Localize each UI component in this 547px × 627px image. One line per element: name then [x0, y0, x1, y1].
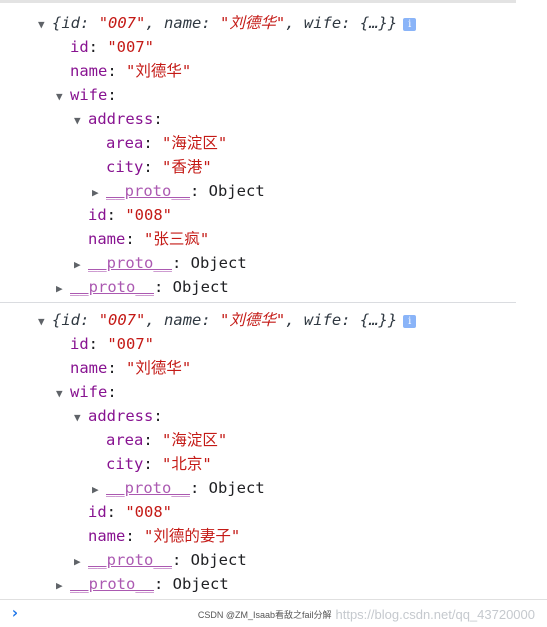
object-summary[interactable]: ▼{id: "007", name: "刘德华", wife: {…}}i: [38, 11, 417, 35]
entry-divider: [0, 302, 516, 303]
property-wife-id: id: "008": [88, 206, 173, 224]
expand-triangle-icon[interactable]: ▼: [56, 90, 63, 103]
top-border: [0, 0, 516, 3]
property-proto[interactable]: ▶__proto__: Object: [56, 572, 229, 596]
property-name: name: "刘德华": [70, 359, 192, 377]
property-address[interactable]: ▼address:: [74, 107, 163, 131]
collapse-triangle-icon[interactable]: ▶: [74, 258, 81, 271]
expand-triangle-icon[interactable]: ▼: [74, 114, 81, 127]
property-city: city: "香港": [106, 158, 212, 176]
prompt-chevron-icon: ›: [10, 603, 20, 622]
property-area: area: "海淀区": [106, 431, 228, 449]
property-proto[interactable]: ▶__proto__: Object: [74, 548, 247, 572]
property-id: id: "007": [70, 335, 155, 353]
property-wife[interactable]: ▼wife:: [56, 380, 117, 404]
property-area: area: "海淀区": [106, 134, 228, 152]
property-id: id: "007": [70, 38, 155, 56]
property-wife-name: name: "刘德的妻子": [88, 527, 241, 545]
property-wife-name: name: "张三疯": [88, 230, 210, 248]
info-icon[interactable]: i: [403, 315, 417, 328]
property-proto[interactable]: ▶__proto__: Object: [56, 275, 229, 299]
collapse-triangle-icon[interactable]: ▶: [56, 579, 63, 592]
expand-triangle-icon[interactable]: ▼: [56, 387, 63, 400]
property-proto[interactable]: ▶__proto__: Object: [92, 476, 265, 500]
property-wife[interactable]: ▼wife:: [56, 83, 117, 107]
collapse-triangle-icon[interactable]: ▶: [92, 186, 99, 199]
property-wife-id: id: "008": [88, 503, 173, 521]
property-city: city: "北京": [106, 455, 212, 473]
property-address[interactable]: ▼address:: [74, 404, 163, 428]
collapse-triangle-icon[interactable]: ▶: [74, 555, 81, 568]
object-summary[interactable]: ▼{id: "007", name: "刘德华", wife: {…}}i: [38, 308, 417, 332]
expand-triangle-icon[interactable]: ▼: [38, 18, 45, 31]
expand-triangle-icon[interactable]: ▼: [74, 411, 81, 424]
property-proto[interactable]: ▶__proto__: Object: [74, 251, 247, 275]
info-icon[interactable]: i: [403, 18, 417, 31]
property-name: name: "刘德华": [70, 62, 192, 80]
property-proto[interactable]: ▶__proto__: Object: [92, 179, 265, 203]
collapse-triangle-icon[interactable]: ▶: [56, 282, 63, 295]
expand-triangle-icon[interactable]: ▼: [38, 315, 45, 328]
collapse-triangle-icon[interactable]: ▶: [92, 483, 99, 496]
